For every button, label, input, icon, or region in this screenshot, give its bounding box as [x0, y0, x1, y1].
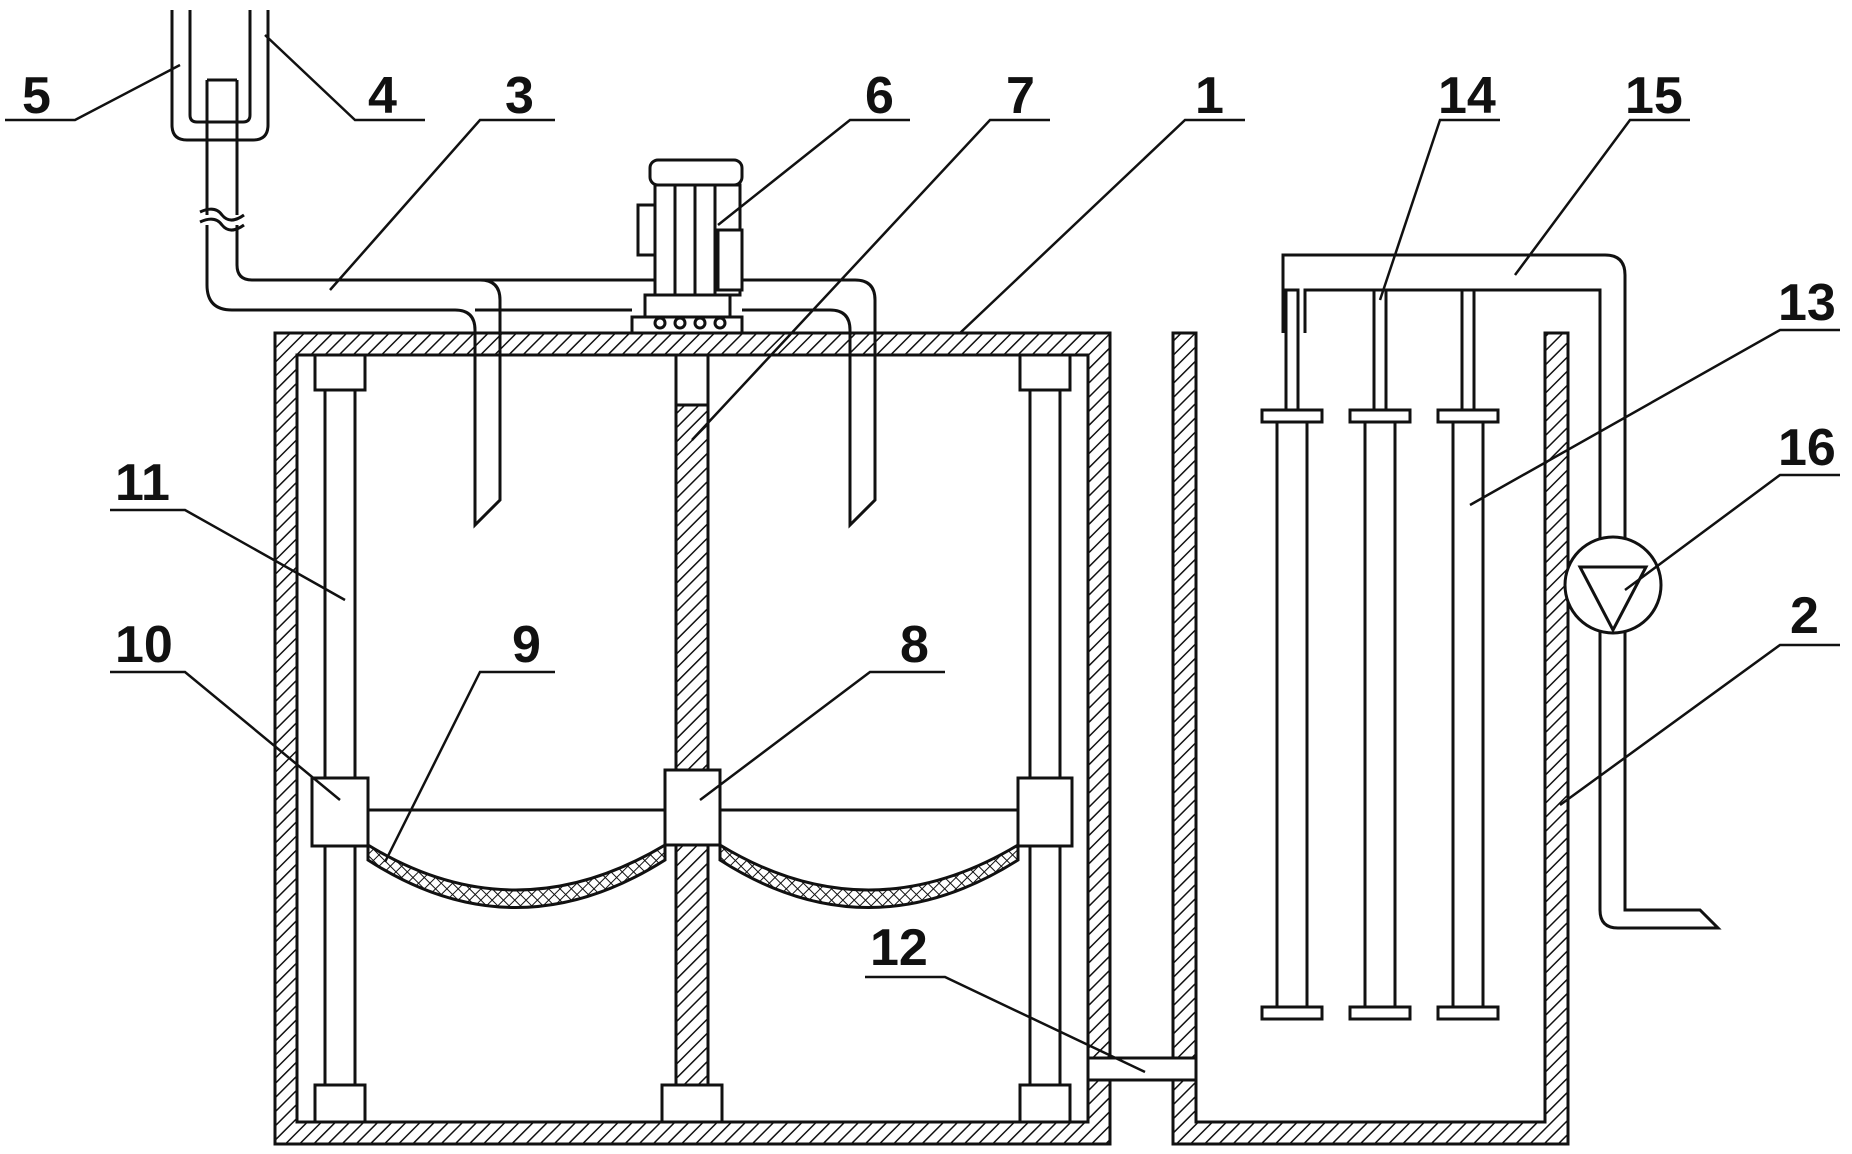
- part-labels: 5 4 3 6 7 1 14 15 13 16 2 11 10 9 8 12: [22, 67, 1836, 977]
- tank-1-wall: [273, 331, 1112, 1146]
- label-12: 12: [870, 919, 928, 977]
- guide-rail-11-right: [1028, 388, 1062, 1087]
- label-10: 10: [115, 616, 173, 674]
- label-2: 2: [1790, 587, 1819, 645]
- label-15: 15: [1625, 67, 1683, 125]
- tank-2-wall: [1171, 331, 1570, 1146]
- filter-mesh-9-right: [718, 842, 1020, 909]
- feed-pipe-3: [205, 225, 502, 529]
- label-5: 5: [22, 67, 51, 125]
- filter-tube-13-a: [1260, 288, 1324, 1021]
- label-1: 1: [1195, 67, 1224, 125]
- motor-terminal-box: [716, 228, 744, 292]
- scraper-assembly: [310, 768, 1074, 909]
- shaft-7: [674, 403, 710, 1087]
- filter-tube-13-b: [1348, 288, 1412, 1021]
- label-9: 9: [512, 616, 541, 674]
- guide-rails: [313, 353, 1072, 1124]
- label-3: 3: [505, 67, 534, 125]
- label-8: 8: [900, 616, 929, 674]
- motor-side-box: [636, 203, 657, 257]
- label-11: 11: [115, 454, 170, 512]
- motor-flange: [643, 293, 732, 319]
- slider-10-left: [310, 776, 370, 848]
- shaft-bottom-bearing: [660, 1083, 724, 1124]
- slider-8-center: [663, 768, 722, 847]
- tank-2: [1171, 331, 1570, 1146]
- motor: [630, 158, 744, 335]
- filter-assembly: [1260, 253, 1722, 1021]
- label-13: 13: [1778, 274, 1836, 332]
- leader-lines: [5, 34, 1840, 1074]
- stirring-shaft: [660, 353, 724, 1124]
- filter-mesh-9-left: [366, 842, 667, 909]
- label-4: 4: [368, 67, 397, 125]
- guide-rail-11-left: [323, 388, 357, 1087]
- label-7: 7: [1006, 67, 1035, 125]
- feed-pipe-assembly: [170, 10, 877, 529]
- pump-16: [1563, 535, 1663, 635]
- slider-10-right: [1016, 776, 1074, 848]
- label-6: 6: [865, 67, 894, 125]
- label-16: 16: [1778, 419, 1836, 477]
- filter-tube-13-c: [1436, 288, 1500, 1021]
- inlet-pipe-5: [170, 10, 270, 142]
- motor-top: [648, 158, 744, 187]
- connecting-pipe-12: [1086, 1056, 1198, 1082]
- label-14: 14: [1438, 67, 1496, 125]
- header-pipe-15: [1281, 253, 1722, 930]
- tank-1: [273, 331, 1112, 1146]
